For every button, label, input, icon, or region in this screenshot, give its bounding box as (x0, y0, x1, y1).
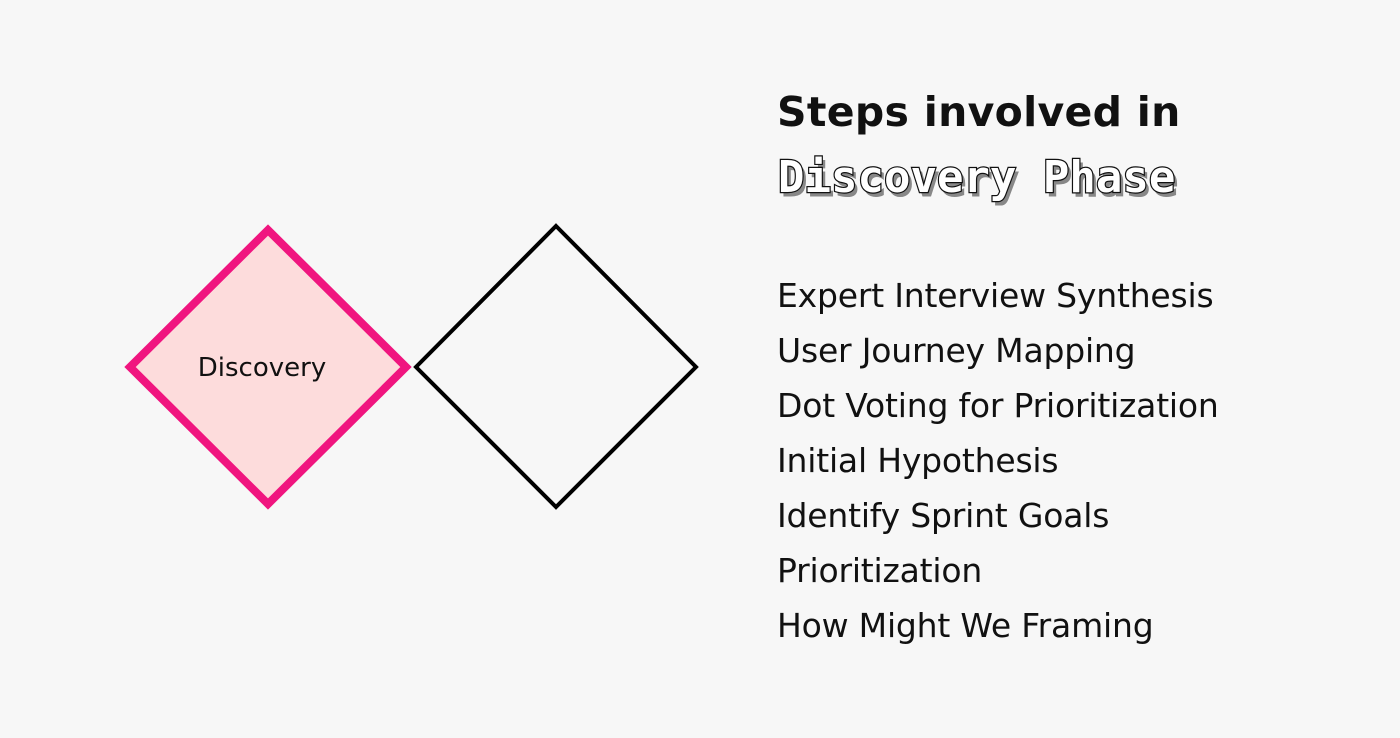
discovery-diamond (124, 224, 412, 510)
second-diamond (413, 223, 699, 510)
diamonds-svg: Discovery (124, 223, 699, 510)
discovery-diamond-label: Discovery (198, 353, 326, 383)
double-diamond-diagram: Discovery (124, 223, 699, 510)
phase-title: Discovery Phase Discovery Phase (777, 151, 1179, 208)
panel-heading: Steps involved in (777, 88, 1181, 136)
step-item: Expert Interview Synthesis (777, 276, 1214, 315)
step-item: How Might We Framing (777, 606, 1154, 645)
phase-title-text: Discovery Phase (778, 152, 1175, 203)
step-item: Prioritization (777, 551, 983, 590)
phase-title-shadow: Discovery Phase (781, 156, 1178, 207)
step-item: Identify Sprint Goals (777, 496, 1110, 535)
step-item: User Journey Mapping (777, 331, 1136, 370)
steps-panel: Steps involved in Discovery Phase Discov… (777, 84, 1377, 653)
step-item: Dot Voting for Prioritization (777, 386, 1219, 425)
step-item: Initial Hypothesis (777, 441, 1059, 480)
